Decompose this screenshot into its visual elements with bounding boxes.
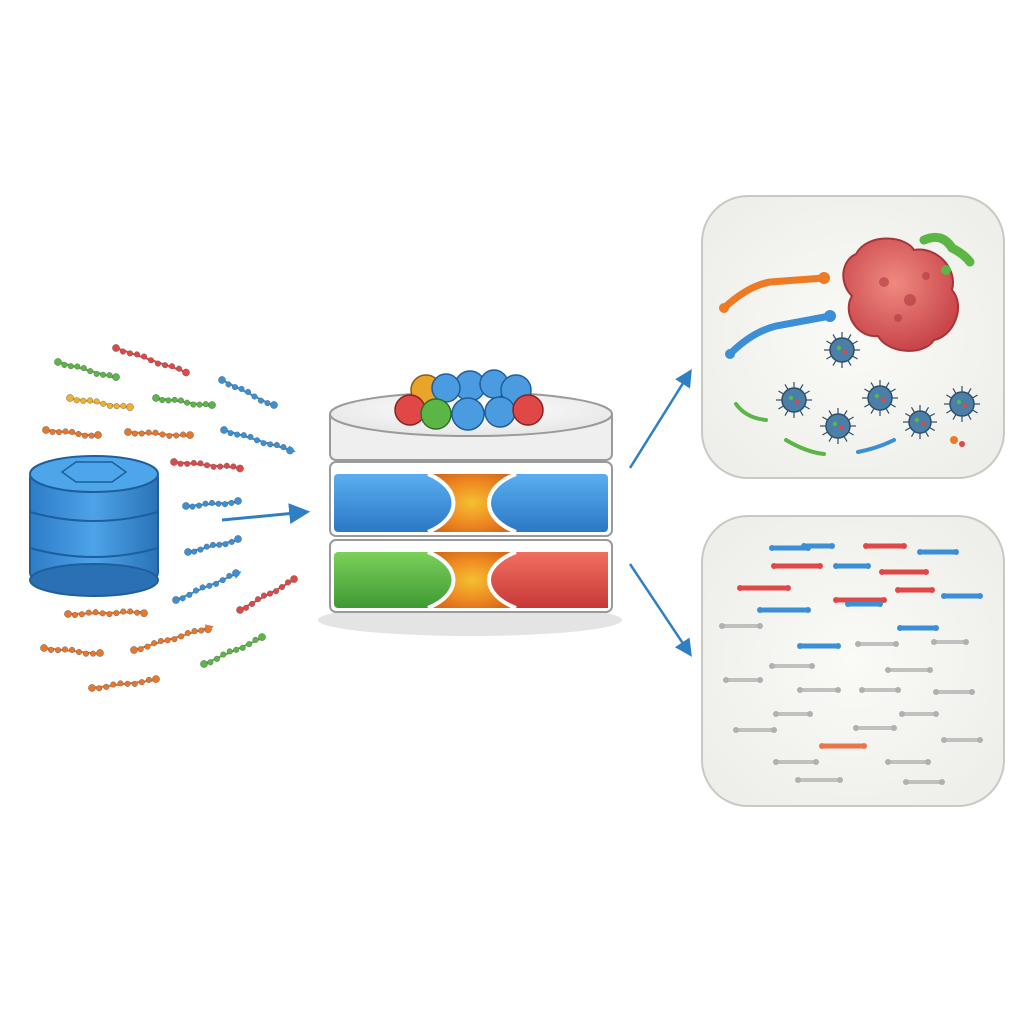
peptide-chain-icon: [112, 344, 190, 377]
aligned-sequence-segment: [885, 759, 931, 765]
structured-output-panel: [701, 195, 1005, 479]
aligned-sequence-segment: [897, 625, 939, 631]
peptide-chain-icon: [182, 497, 242, 510]
aligned-sequence-segment: [757, 607, 811, 613]
aligned-sequence-segment: [737, 585, 791, 591]
peptide-chain-icon: [184, 535, 242, 556]
sequence-output-panel: [701, 515, 1005, 807]
aligned-sequence-segment: [885, 667, 933, 673]
peptide-chain-icon: [172, 569, 242, 604]
peptide-chain-icon: [220, 426, 296, 455]
embedding-cluster-icon: [394, 369, 544, 431]
aligned-sequence-segment: [801, 543, 835, 549]
arrow-to-structured-output: [628, 369, 692, 469]
virus-icon: [820, 408, 856, 444]
peptide-chain-icon: [54, 358, 120, 381]
aligned-sequence-segment: [833, 563, 871, 569]
peptide-chain-icon: [170, 458, 244, 473]
peptide-chain-icon: [236, 575, 298, 614]
aligned-sequence-segment: [797, 687, 841, 693]
arrow-to-sequence-output: [628, 563, 692, 657]
aligned-sequence-segment: [773, 759, 819, 765]
peptide-chain-icon: [130, 624, 214, 654]
peptide-chain-icon: [64, 608, 148, 618]
aligned-sequence-segment: [879, 569, 929, 575]
aligned-sequence-segment: [769, 663, 815, 669]
aligned-sequence-segment: [895, 587, 935, 593]
aligned-sequence-segment: [719, 623, 763, 629]
database-icon: [29, 455, 159, 597]
aligned-sequence-segment: [903, 779, 945, 785]
aligned-sequence-segment: [845, 601, 883, 607]
virus-icon: [903, 405, 937, 439]
aligned-sequence-segment: [941, 737, 983, 743]
virus-icon: [862, 380, 898, 416]
aligned-sequence-segment: [859, 687, 901, 693]
virus-icon: [824, 332, 860, 368]
orange-strand: [720, 274, 828, 312]
aligned-sequence-segment: [931, 639, 969, 645]
peptide-chain-icon: [40, 644, 104, 657]
aligned-sequence-segment: [933, 689, 975, 695]
aligned-sequence-segment: [819, 743, 867, 749]
aligned-sequence-segment: [723, 677, 763, 683]
aligned-sequence-segment: [733, 727, 777, 733]
aligned-sequence-segment: [773, 711, 813, 717]
peptide-chain-icon: [66, 394, 134, 411]
aligned-sequence-segment: [863, 543, 907, 549]
flow-arrows: [221, 369, 692, 657]
ligand-icon: [919, 232, 975, 267]
aligned-sequence-segment: [855, 641, 899, 647]
virus-particles: [776, 332, 980, 444]
peptide-chain-icon: [88, 675, 160, 692]
peptide-chain-icon: [124, 428, 194, 439]
protein-blob-icon: [842, 237, 959, 352]
arrow-to-model: [221, 503, 311, 525]
input-sequences: [40, 344, 298, 692]
aligned-sequence-segment: [853, 725, 897, 731]
aligned-sequence-segment: [941, 593, 983, 599]
aligned-sequence-segment: [797, 643, 841, 649]
peptide-chain-icon: [218, 376, 278, 409]
peptide-chain-icon: [200, 633, 266, 668]
aligned-sequence-segment: [833, 597, 887, 603]
aligned-sequences: [719, 543, 983, 785]
aligned-sequence-segment: [771, 563, 823, 569]
peptide-chain-icon: [152, 394, 216, 409]
aligned-sequence-segment: [795, 777, 843, 783]
virus-icon: [944, 386, 980, 422]
blue-strand: [726, 312, 834, 358]
aligned-sequence-segment: [917, 549, 959, 555]
aligned-sequence-segment: [899, 711, 939, 717]
virus-icon: [776, 382, 812, 418]
peptide-chain-icon: [42, 426, 102, 439]
